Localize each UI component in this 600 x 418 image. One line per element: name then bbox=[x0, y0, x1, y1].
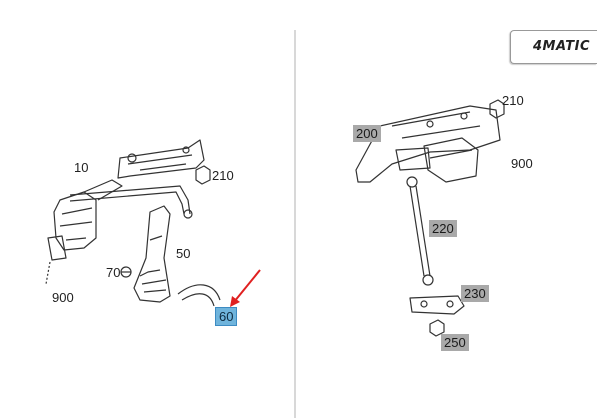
4matic-badge: 4MATIC bbox=[510, 30, 597, 64]
link-rod-220 bbox=[409, 185, 431, 277]
bracket-50 bbox=[133, 205, 171, 303]
badge-text: 4MATIC bbox=[533, 39, 591, 54]
left-assembly bbox=[45, 139, 221, 307]
sensor-900 bbox=[423, 137, 479, 183]
callout-70[interactable]: 70 bbox=[106, 265, 121, 280]
callout-210-right[interactable]: 210 bbox=[502, 93, 524, 108]
callout-250[interactable]: 250 bbox=[441, 334, 469, 351]
linkage-rod bbox=[69, 185, 191, 215]
callout-210-left[interactable]: 210 bbox=[212, 168, 234, 183]
callout-200[interactable]: 200 bbox=[353, 125, 381, 142]
bracket-230 bbox=[409, 295, 465, 315]
clip-60 bbox=[177, 284, 221, 307]
nut-210-left bbox=[195, 165, 211, 185]
bracket-10 bbox=[117, 139, 205, 179]
callout-10[interactable]: 10 bbox=[74, 160, 89, 175]
level-sensor bbox=[53, 191, 97, 251]
callout-900-right[interactable]: 900 bbox=[511, 156, 533, 171]
indicator-arrow bbox=[230, 269, 261, 307]
right-assembly bbox=[355, 99, 505, 337]
callout-60-selected[interactable]: 60 bbox=[215, 307, 238, 326]
bolt-250 bbox=[429, 319, 445, 337]
sensor-connector bbox=[47, 235, 67, 261]
callout-230[interactable]: 230 bbox=[461, 285, 489, 302]
nut-210-right bbox=[489, 99, 505, 119]
callout-220[interactable]: 220 bbox=[429, 220, 457, 237]
callout-50[interactable]: 50 bbox=[176, 246, 191, 261]
callout-900-left[interactable]: 900 bbox=[52, 290, 74, 305]
